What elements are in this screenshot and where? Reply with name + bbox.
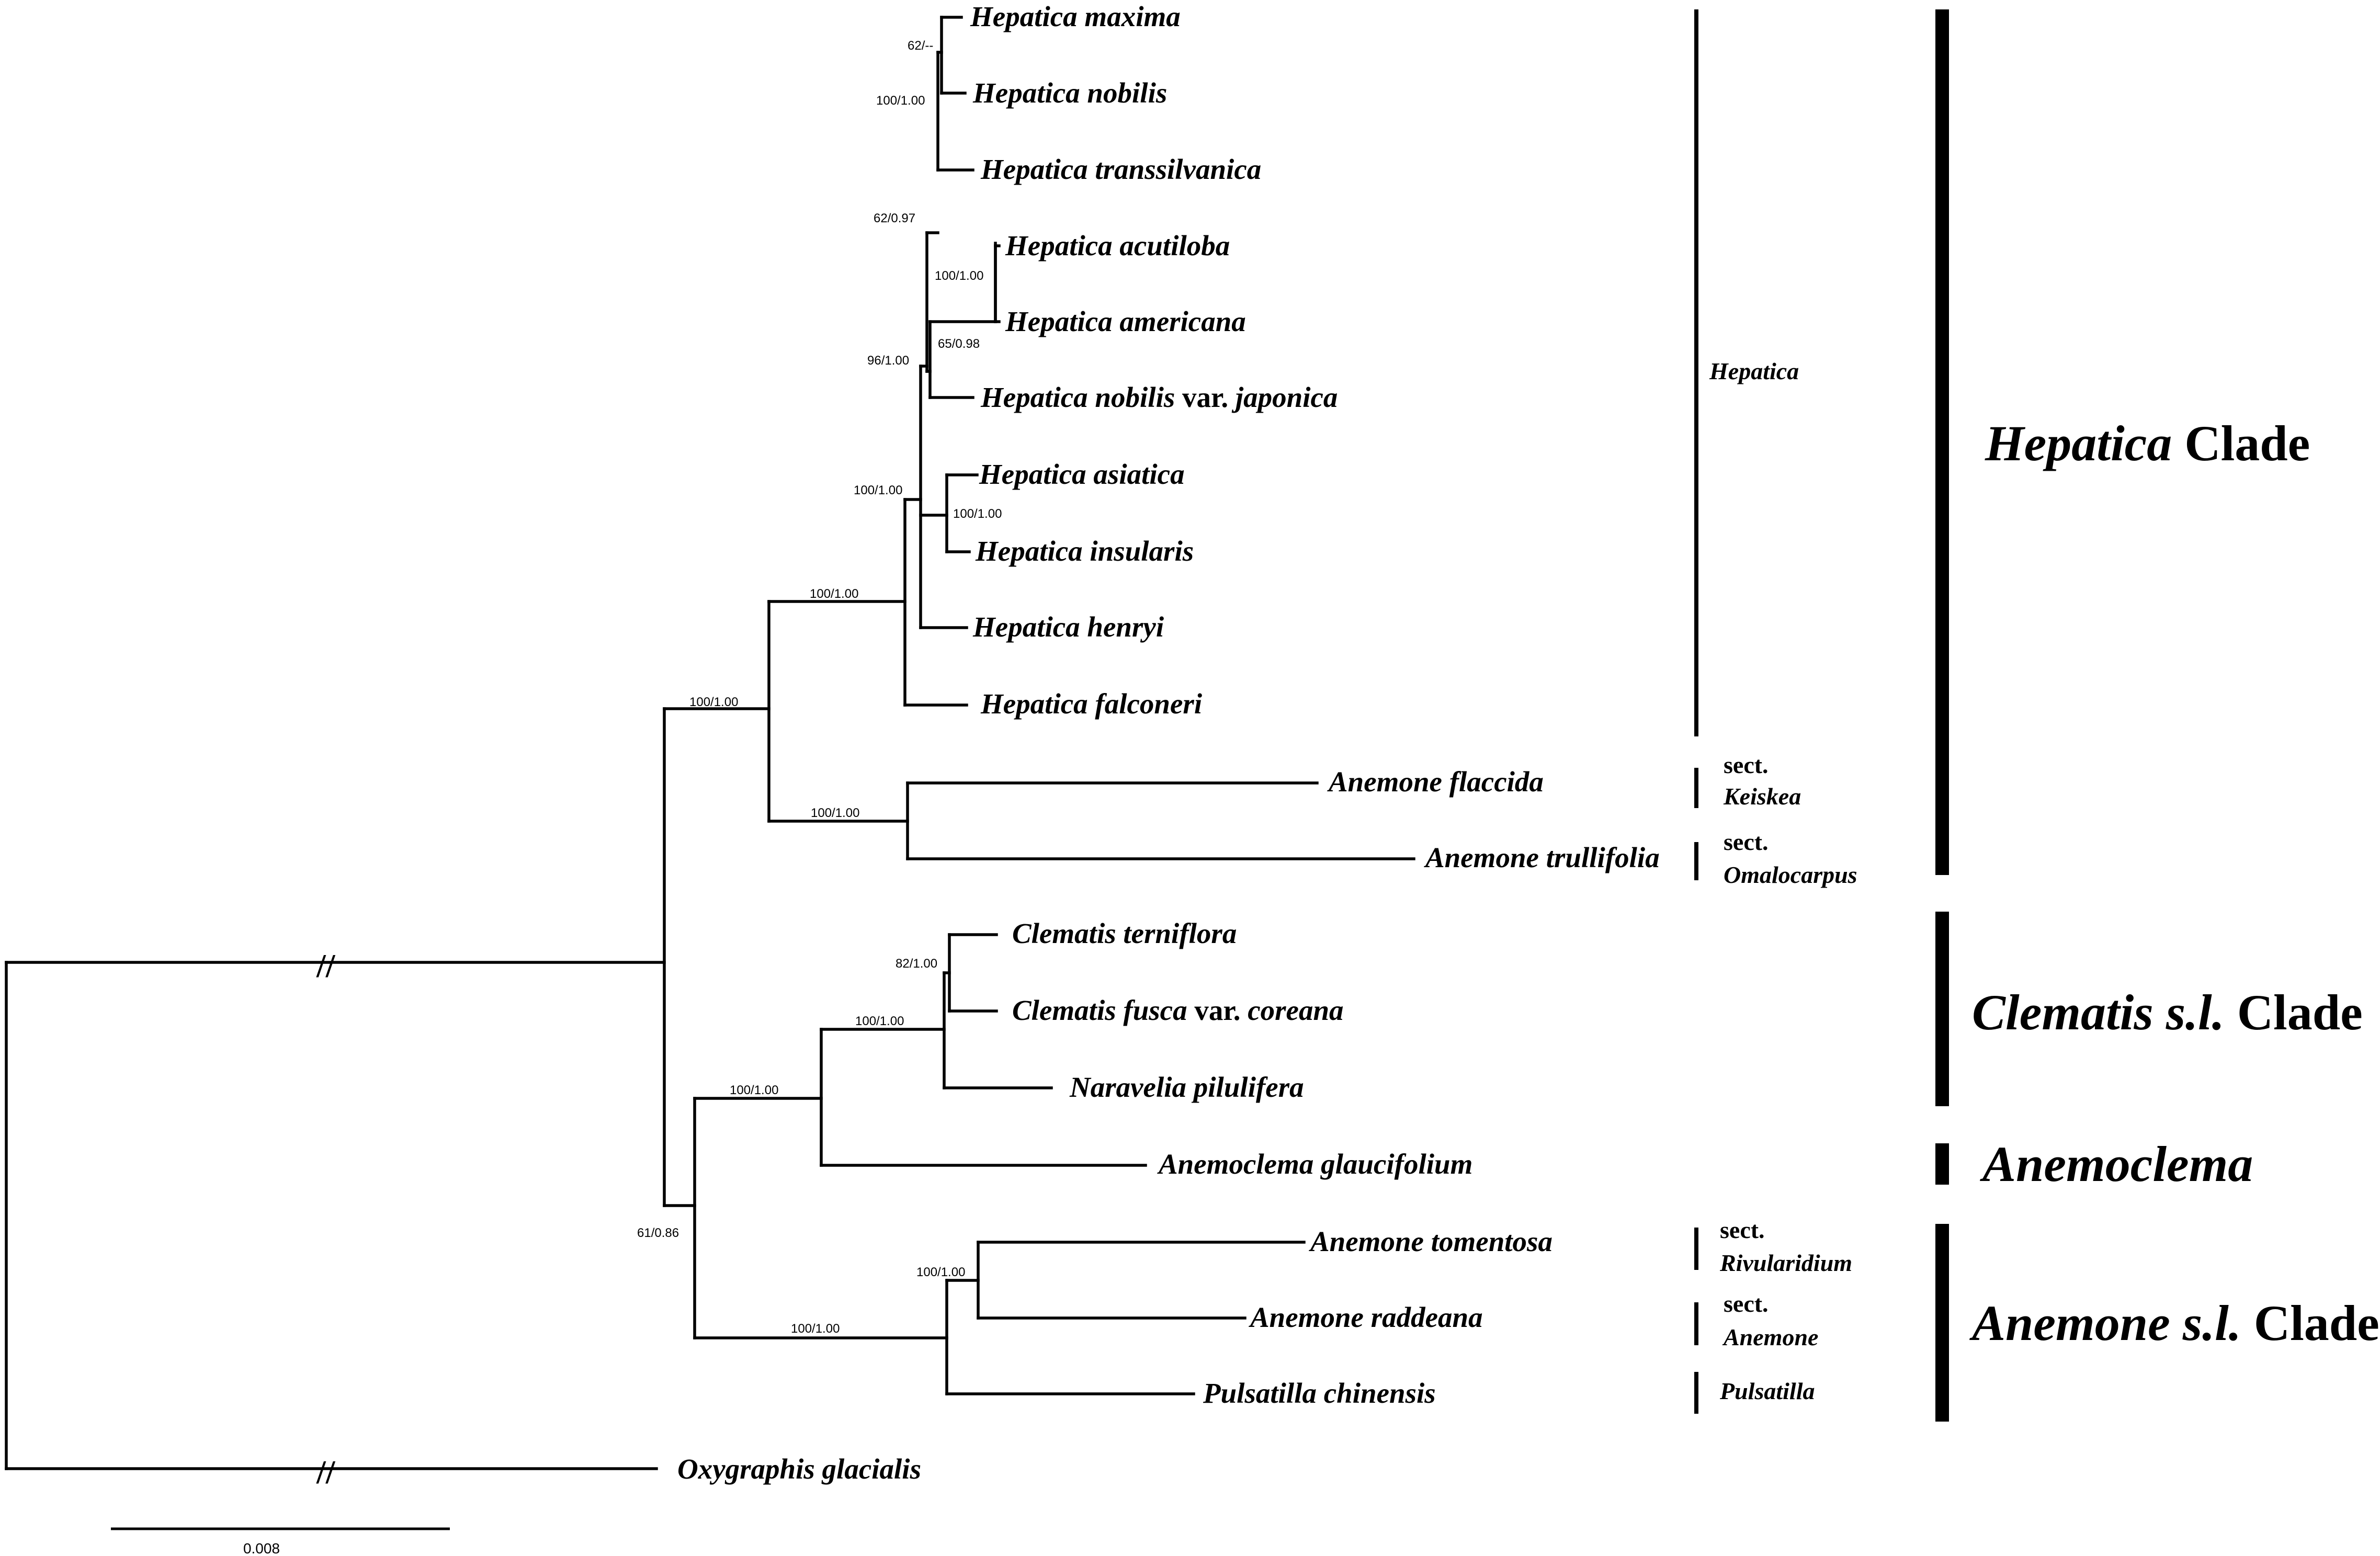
section-label-pulsatilla: Pulsatilla [1719, 1378, 1815, 1404]
clade-label-anemone: Anemone s.l. Clade [1969, 1295, 2379, 1351]
section-label-rivularidium: Rivularidium [1719, 1250, 1852, 1276]
taxon-anemoclema-glaucifolium: Anemoclema glaucifolium [1157, 1148, 1472, 1180]
taxon-oxygraphis-glacialis: Oxygraphis glacialis [677, 1453, 921, 1485]
scale-bar-label: 0.008 [243, 1540, 280, 1556]
taxon-hepatica-nobilis-var-japonica: Hepatica nobilis var. japonica [980, 381, 1338, 413]
taxon-labels: Hepatica maxima Hepatica nobilis Hepatic… [677, 1, 1660, 1485]
support-62-097: 62/0.97 [874, 211, 915, 225]
taxon-hepatica-acutiloba: Hepatica acutiloba [1005, 230, 1230, 262]
section-prefix-keiskea: sect. [1724, 752, 1769, 778]
taxon-hepatica-henryi: Hepatica henryi [972, 611, 1164, 643]
taxon-anemone-raddeana: Anemone raddeana [1249, 1301, 1483, 1333]
taxon-hepatica-falconeri: Hepatica falconeri [980, 688, 1203, 720]
support-100-acutiloba-americana: 100/1.00 [935, 269, 983, 283]
support-100-clematis: 100/1.00 [855, 1014, 904, 1028]
clade-label-hepatica-italic: Hepatica [1985, 415, 2172, 471]
support-82-100: 82/1.00 [896, 957, 937, 971]
clade-label-anemoclema-italic: Anemoclema [1980, 1136, 2253, 1192]
taxon-infra-japonica: japonica [1231, 381, 1338, 413]
taxon-hepatica-nobilis-japonica-binomial: Hepatica nobilis [980, 381, 1175, 413]
support-100-flaccida-trullifolia: 100/1.00 [811, 806, 859, 820]
support-61-086: 61/0.86 [637, 1226, 679, 1240]
section-annotations: Hepatica sect. Keiskea sect. Omalocarpus… [1694, 9, 1857, 1414]
clade-label-anemoclema: Anemoclema [1980, 1136, 2253, 1192]
support-100-asiatica-insularis: 100/1.00 [953, 507, 1002, 521]
taxon-hepatica-maxima: Hepatica maxima [970, 1, 1181, 32]
support-100-anemone: 100/1.00 [791, 1322, 840, 1336]
clade-label-clematis-italic: Clematis s.l. [1972, 984, 2225, 1040]
clade-label-anemone-italic: Anemone s.l. [1969, 1295, 2241, 1351]
support-100-hepatica: 100/1.00 [810, 587, 858, 601]
break-mark-root: // [316, 947, 336, 984]
clade-label-clematis: Clematis s.l. Clade [1972, 984, 2363, 1040]
break-marks: // // [316, 947, 336, 1491]
taxon-anemone-tomentosa: Anemone tomentosa [1309, 1225, 1552, 1257]
taxon-naravelia-pilulifera: Naravelia pilulifera [1069, 1071, 1304, 1103]
break-mark-outgroup: // [316, 1453, 336, 1491]
scale-bar: 0.008 [111, 1527, 450, 1556]
support-65-098: 65/0.98 [938, 337, 980, 351]
section-label-anemone: Anemone [1722, 1324, 1818, 1350]
taxon-rank-var-2: var. [1194, 994, 1240, 1026]
clade-label-clematis-plain: Clade [2225, 984, 2363, 1040]
clade-annotations: Hepatica Clade Clematis s.l. Clade Anemo… [1935, 9, 2379, 1422]
taxon-hepatica-asiatica: Hepatica asiatica [979, 458, 1185, 490]
taxon-clematis-fusca-var-coreana: Clematis fusca var. coreana [1012, 994, 1344, 1026]
support-100-hepatica-core: 100/1.00 [854, 483, 902, 497]
taxon-hepatica-transsilvanica: Hepatica transsilvanica [980, 153, 1261, 185]
support-100-tomentosa-raddeana: 100/1.00 [916, 1265, 965, 1279]
tree-branches [5, 16, 1415, 1470]
section-label-omalocarpus: Omalocarpus [1724, 861, 1857, 888]
section-prefix-anemone: sect. [1724, 1290, 1769, 1317]
support-62-dash: 62/-- [908, 39, 933, 53]
section-label-hepatica: Hepatica [1709, 358, 1799, 384]
taxon-anemone-trullifolia: Anemone trullifolia [1424, 842, 1660, 873]
support-100-clematis-anemoclema: 100/1.00 [730, 1083, 778, 1097]
taxon-hepatica-americana: Hepatica americana [1005, 305, 1246, 337]
clade-label-hepatica-plain: Clade [2172, 415, 2310, 471]
taxon-hepatica-insularis: Hepatica insularis [975, 535, 1194, 567]
clade-label-anemone-plain: Clade [2241, 1295, 2379, 1351]
taxon-hepatica-nobilis: Hepatica nobilis [972, 77, 1167, 109]
taxon-clematis-terniflora: Clematis terniflora [1012, 917, 1237, 949]
section-prefix-rivularidium: sect. [1720, 1217, 1765, 1243]
taxon-pulsatilla-chinensis: Pulsatilla chinensis [1203, 1377, 1436, 1409]
support-values: 62/-- 100/1.00 62/0.97 100/1.00 65/0.98 … [637, 39, 1002, 1336]
taxon-rank-var: var. [1182, 381, 1228, 413]
taxon-anemone-flaccida: Anemone flaccida [1327, 766, 1544, 798]
support-100-hepatica-top: 100/1.00 [876, 94, 925, 108]
support-100-hepatica-clade: 100/1.00 [689, 695, 738, 709]
support-96-100: 96/1.00 [867, 354, 909, 368]
section-prefix-omalocarpus: sect. [1724, 828, 1769, 855]
clade-label-hepatica: Hepatica Clade [1985, 415, 2310, 471]
taxon-infra-coreana: coreana [1248, 994, 1343, 1026]
taxon-clematis-fusca-binomial: Clematis fusca [1012, 994, 1187, 1026]
section-label-keiskea: Keiskea [1723, 783, 1801, 810]
